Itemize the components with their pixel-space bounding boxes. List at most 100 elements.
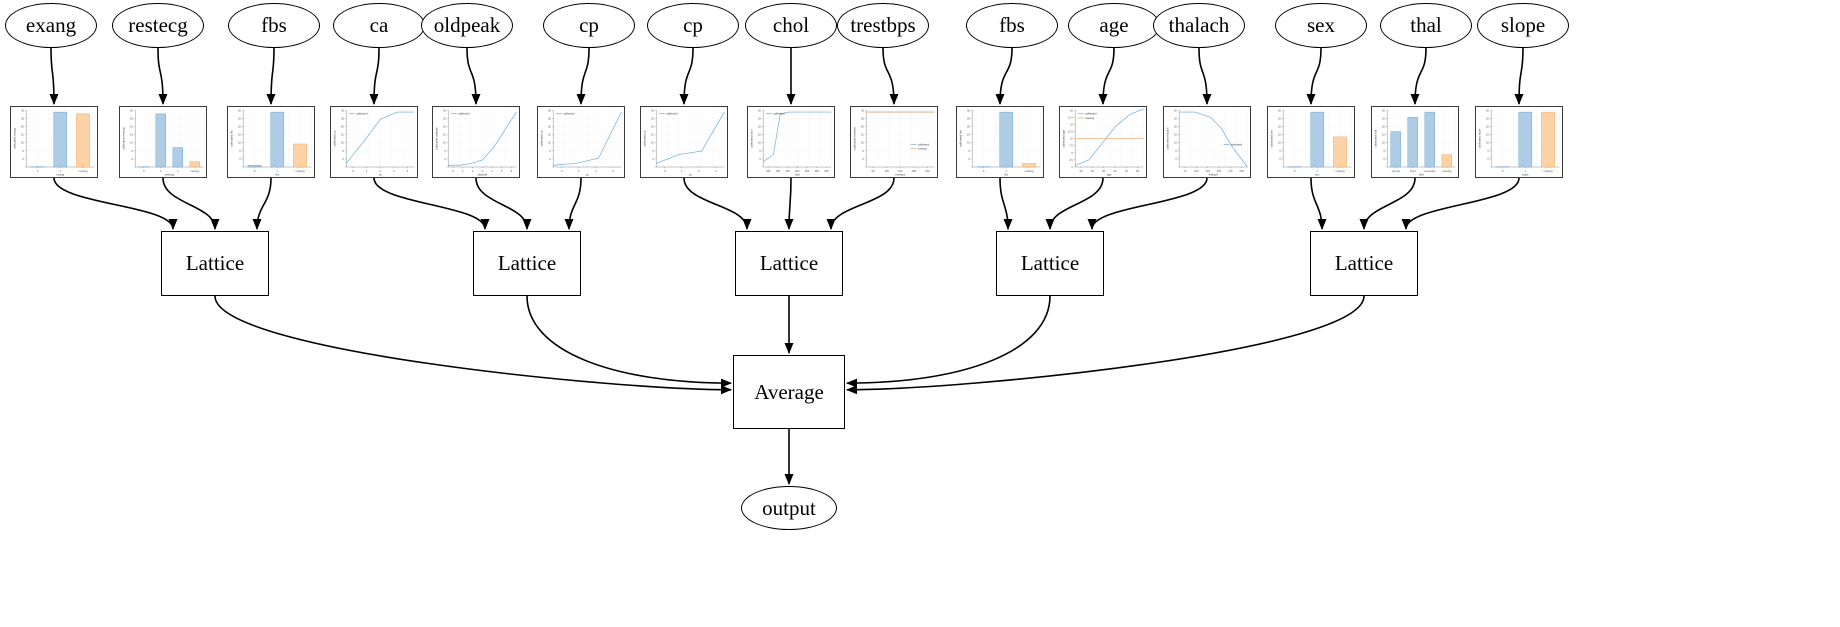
svg-text:calibrated trestbps: calibrated trestbps (853, 127, 857, 151)
svg-text:30: 30 (758, 108, 761, 112)
svg-text:1: 1 (60, 169, 62, 173)
feature-node-trestbps-8[interactable]: trestbps (837, 3, 929, 48)
svg-text:fixed: fixed (1410, 169, 1416, 173)
svg-text:500: 500 (824, 169, 829, 173)
edge-plot-to-lattice-2-2 (826, 177, 895, 230)
svg-text:10: 10 (1382, 141, 1385, 145)
svg-text:0: 0 (561, 169, 563, 173)
svg-text:calibrated slope: calibrated slope (1478, 128, 1482, 148)
feature-node-exang-0[interactable]: exang (5, 3, 97, 48)
svg-text:3: 3 (715, 169, 717, 173)
lattice-node-3[interactable]: Lattice (735, 231, 843, 296)
feature-node-restecg-1[interactable]: restecg (112, 3, 204, 48)
svg-text:20: 20 (548, 125, 551, 129)
svg-text:60: 60 (1113, 169, 1116, 173)
svg-text:0: 0 (1175, 157, 1177, 161)
svg-text:30: 30 (341, 108, 344, 112)
svg-text:3: 3 (482, 169, 484, 173)
edge-plot-to-lattice-1-0 (373, 177, 490, 230)
feature-label: fbs (999, 13, 1025, 37)
lattice-node-5[interactable]: Lattice (1310, 231, 1418, 296)
feature-node-thal-13[interactable]: thal (1380, 3, 1472, 48)
feature-node-cp-5[interactable]: cp (543, 3, 635, 48)
feature-label: trestbps (850, 13, 916, 37)
feature-node-fbs-9[interactable]: fbs (966, 3, 1058, 48)
feature-node-thalach-11[interactable]: thalach (1153, 3, 1245, 48)
svg-text:0: 0 (759, 157, 761, 161)
feature-node-age-10[interactable]: age (1068, 3, 1160, 48)
svg-text:calibrated thalach: calibrated thalach (1166, 127, 1170, 150)
lattice-label: Lattice (759, 251, 819, 275)
svg-text:2.5: 2.5 (1069, 158, 1073, 162)
feature-node-fbs-2[interactable]: fbs (228, 3, 320, 48)
lattice-node-4[interactable]: Lattice (996, 231, 1104, 296)
edge-feature-to-plot-2 (266, 47, 276, 105)
svg-text:25: 25 (21, 116, 24, 120)
svg-text:90: 90 (872, 169, 875, 173)
svg-text:calibrated age: calibrated age (1062, 129, 1066, 147)
feature-node-ca-3[interactable]: ca (333, 3, 425, 48)
feature-node-sex-12[interactable]: sex (1275, 3, 1367, 48)
lattice-node-2[interactable]: Lattice (473, 231, 581, 296)
svg-text:10: 10 (443, 141, 446, 145)
svg-text:5: 5 (1175, 149, 1177, 153)
svg-text:30: 30 (1278, 108, 1281, 112)
svg-text:200: 200 (925, 169, 930, 173)
svg-text:1: 1 (462, 169, 464, 173)
feature-node-chol-7[interactable]: chol (745, 3, 837, 48)
feature-node-cp-6[interactable]: cp (647, 3, 739, 48)
svg-text:200: 200 (1239, 169, 1244, 173)
svg-text:0: 0 (1279, 157, 1281, 161)
svg-text:15: 15 (1278, 133, 1281, 137)
average-node[interactable]: Average (733, 355, 845, 429)
svg-text:25: 25 (651, 116, 654, 120)
svg-text:0: 0 (254, 169, 256, 173)
svg-text:1: 1 (277, 169, 279, 173)
svg-text:0: 0 (37, 169, 39, 173)
edge-feature-to-plot-12 (1306, 47, 1322, 105)
svg-text:10: 10 (861, 141, 864, 145)
svg-text:fbs: fbs (1004, 173, 1008, 177)
svg-text:thalach: thalach (1209, 173, 1218, 177)
svg-text:0: 0 (1487, 157, 1489, 161)
edge-plot-to-lattice-3-0 (999, 177, 1013, 230)
feature-node-oldpeak-4[interactable]: oldpeak (421, 3, 513, 48)
svg-text:calibrated sex: calibrated sex (1270, 129, 1274, 147)
svg-text:calibrated: calibrated (356, 112, 368, 116)
feature-node-slope-14[interactable]: slope (1477, 3, 1569, 48)
svg-text:150: 150 (1217, 169, 1222, 173)
edge-plot-to-lattice-3-1 (1045, 177, 1104, 230)
edge-plot-to-lattice-1-2 (564, 177, 582, 230)
svg-text:20: 20 (1278, 125, 1281, 129)
svg-text:1: 1 (160, 169, 162, 173)
output-node[interactable]: output (741, 486, 837, 530)
svg-text:25: 25 (758, 116, 761, 120)
svg-text:10: 10 (341, 141, 344, 145)
svg-text:10: 10 (1278, 141, 1281, 145)
svg-text:0: 0 (1294, 169, 1296, 173)
lattice-label: Lattice (1334, 251, 1394, 275)
svg-text:calibrated cp: calibrated cp (643, 130, 647, 146)
svg-text:20: 20 (1486, 125, 1489, 129)
feature-label: exang (25, 13, 77, 37)
svg-text:missing: missing (296, 169, 305, 173)
svg-text:20: 20 (1174, 125, 1177, 129)
svg-text:calibrated thal: calibrated thal (1374, 130, 1378, 148)
lattice-node-1[interactable]: Lattice (161, 231, 269, 296)
svg-text:2: 2 (177, 169, 179, 173)
